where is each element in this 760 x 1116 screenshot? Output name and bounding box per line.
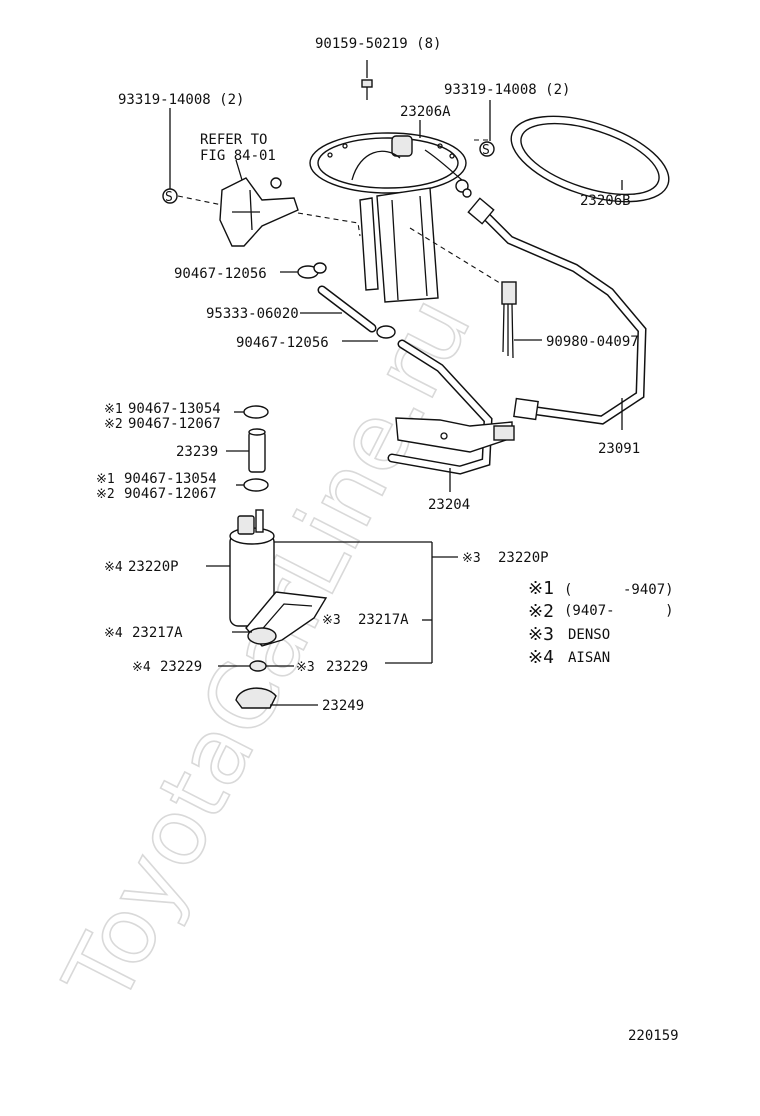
label-sender: 90980-04097 (546, 334, 639, 350)
label-pump-right-mark: ※3 (462, 551, 481, 566)
svg-text:S: S (482, 143, 490, 158)
label-cushion-left: 23229 (160, 659, 202, 675)
cushion-23229 (249, 660, 267, 672)
legend-text-1: ( -9407) (564, 582, 674, 598)
label-refer-1: REFER TO (200, 132, 267, 148)
label-filter-left: 23217A (132, 625, 183, 641)
label-23206a: 23206A (400, 104, 451, 120)
label-23249: 23249 (322, 698, 364, 714)
svg-text:S: S (165, 190, 173, 205)
watermark: ToyotaCarLine.ru (44, 280, 492, 1021)
label-23239: 23239 (176, 444, 218, 460)
legend-mark-1: ※1 (528, 578, 554, 599)
label-hose: 95333-06020 (206, 306, 299, 322)
sender-gauge (501, 281, 517, 359)
label-clamp-1: 90467-12056 (174, 266, 267, 282)
label-cushion-right-mark: ※3 (296, 660, 315, 675)
clamp-icon-2 (376, 325, 396, 339)
label-filter-right-mark: ※3 (322, 613, 341, 628)
fuel-pump-23220p (229, 509, 275, 627)
legend-text-2: (9407- ) (564, 603, 674, 619)
label-filter-left-mark: ※4 (104, 626, 123, 641)
label-clip-b2-mark: ※2 (96, 487, 115, 502)
label-clip-a2: 90467-12067 (128, 416, 221, 432)
label-gasket-right: 93319-14008 (2) (444, 82, 570, 98)
label-bolt: 90159-50219 (8) (315, 36, 441, 52)
label-23206b: 23206B (580, 193, 631, 209)
label-pump-left-mark: ※4 (104, 560, 123, 575)
washer-icon-left: S (162, 188, 178, 205)
legend-text-3: DENSO (568, 627, 610, 643)
filter-23217a (245, 591, 328, 647)
label-clip-a1: 90467-13054 (128, 401, 221, 417)
label-filter-right: 23217A (358, 612, 409, 628)
label-pump-left: 23220P (128, 559, 179, 575)
bracket-assembly-23206a (309, 132, 472, 303)
legend-mark-3: ※3 (528, 624, 554, 645)
side-bracket (219, 177, 299, 247)
label-clip-a2-mark: ※2 (104, 417, 123, 432)
label-pump-right: 23220P (498, 550, 549, 566)
legend-mark-2: ※2 (528, 601, 554, 622)
diagram-id: 220159 (628, 1028, 679, 1044)
label-clip-a1-mark: ※1 (104, 402, 123, 417)
clamp-icon-1 (297, 262, 327, 279)
label-cushion-right: 23229 (326, 659, 368, 675)
legend-mark-4: ※4 (528, 647, 554, 668)
clip-icon-b (243, 478, 269, 492)
legend: ※1 ( -9407) ※2 (9407- ) ※3 DENSO ※4 AISA… (528, 578, 674, 668)
label-gasket-left: 93319-14008 (2) (118, 92, 244, 108)
tube-23091 (467, 197, 647, 425)
tube-23204 (387, 339, 515, 475)
legend-text-4: AISAN (568, 650, 610, 666)
bolt-icon (361, 60, 373, 100)
leader-lines (169, 100, 623, 706)
clip-icon-a (243, 405, 269, 419)
label-refer-2: FIG 84-01 (200, 148, 276, 164)
label-clamp-2: 90467-12056 (236, 335, 329, 351)
hose-23239 (248, 428, 266, 473)
label-23091: 23091 (598, 441, 640, 457)
label-23204: 23204 (428, 497, 470, 513)
gasket-ring-23206b (510, 115, 670, 203)
label-clip-b1-mark: ※1 (96, 472, 115, 487)
label-clip-b1: 90467-13054 (124, 471, 217, 487)
label-clip-b2: 90467-12067 (124, 486, 217, 502)
label-cushion-left-mark: ※4 (132, 660, 151, 675)
washer-icon-right: S (479, 141, 495, 158)
cover-23249 (235, 687, 277, 709)
